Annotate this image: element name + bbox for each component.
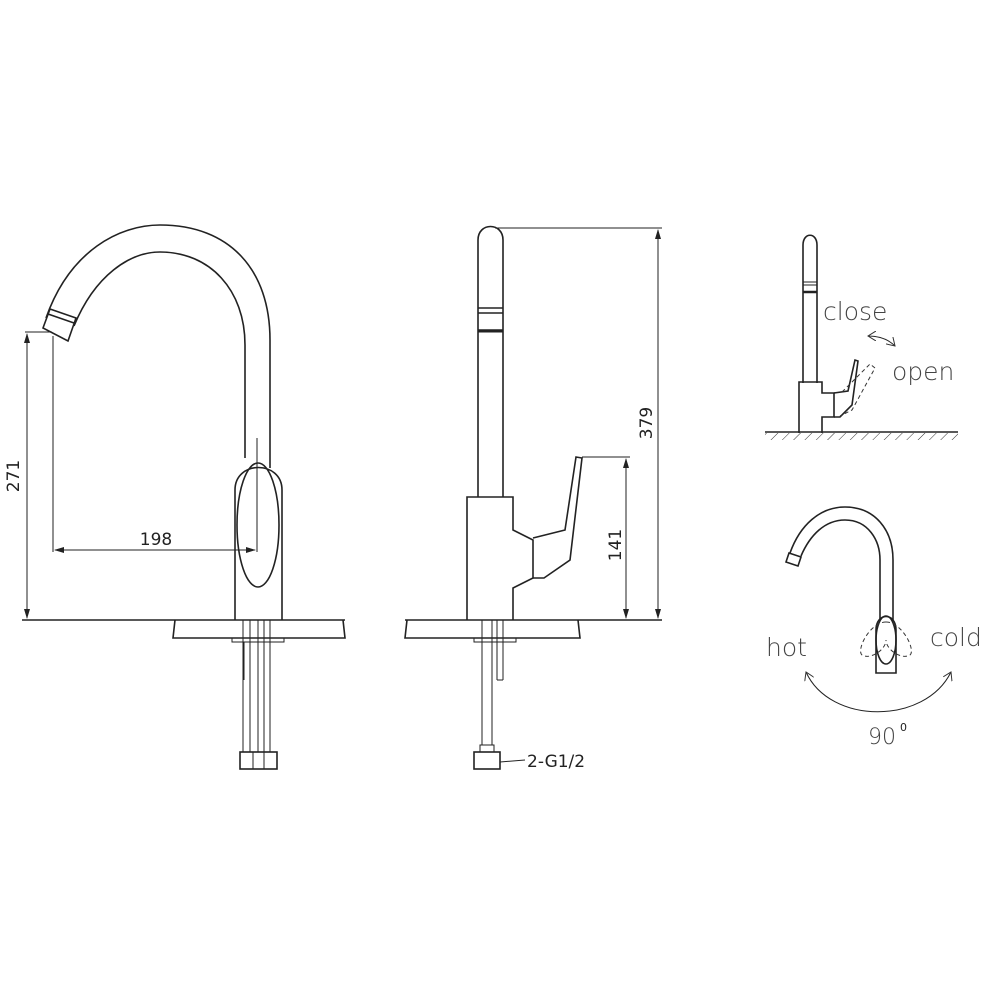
handle [236, 462, 280, 588]
open-close-arrow-icon [868, 336, 895, 346]
spout-outer [45, 224, 271, 468]
angle-unit: 0 [900, 721, 907, 734]
spout-outer [789, 506, 894, 620]
side-view: 2-G1/2 379 141 [404, 225, 662, 772]
rotation-operation-diagram: hot cold 90 0 [766, 506, 982, 750]
dim-reach-label: 198 [140, 530, 172, 550]
lever-closed [833, 358, 859, 418]
lever-open [839, 363, 876, 417]
spout-tube [802, 234, 818, 383]
angle-label: 90 [868, 725, 896, 750]
body [798, 381, 835, 433]
dim-lever-height-label: 141 [606, 529, 626, 561]
counter-slab [172, 619, 346, 639]
supply-pipes [242, 620, 271, 752]
lever [532, 456, 583, 579]
aerator-bands [478, 307, 503, 331]
spout-inner [800, 519, 881, 620]
cold-label: cold [930, 623, 982, 652]
aerator [42, 307, 78, 343]
supply-pipe [481, 620, 504, 745]
handle-rotation-ghost [860, 621, 912, 657]
front-view: 271 198 [4, 224, 346, 770]
body [466, 496, 534, 620]
body [234, 466, 283, 620]
hot-label: hot [766, 633, 807, 662]
spout-inner [73, 251, 246, 458]
lever-operation-diagram: close open [765, 234, 958, 440]
ground-hatch [765, 433, 958, 440]
close-label: close [823, 297, 887, 326]
open-label: open [892, 357, 954, 386]
dim-height-label: 271 [4, 460, 24, 492]
mount-plate [473, 637, 517, 643]
pipe-nut [239, 751, 278, 770]
pipe-nut [473, 751, 501, 770]
rotation-arrow-icon [806, 672, 951, 713]
dim-total-height-label: 379 [637, 407, 657, 439]
spout-tube [477, 225, 504, 497]
connection-label: 2-G1/2 [527, 752, 585, 772]
